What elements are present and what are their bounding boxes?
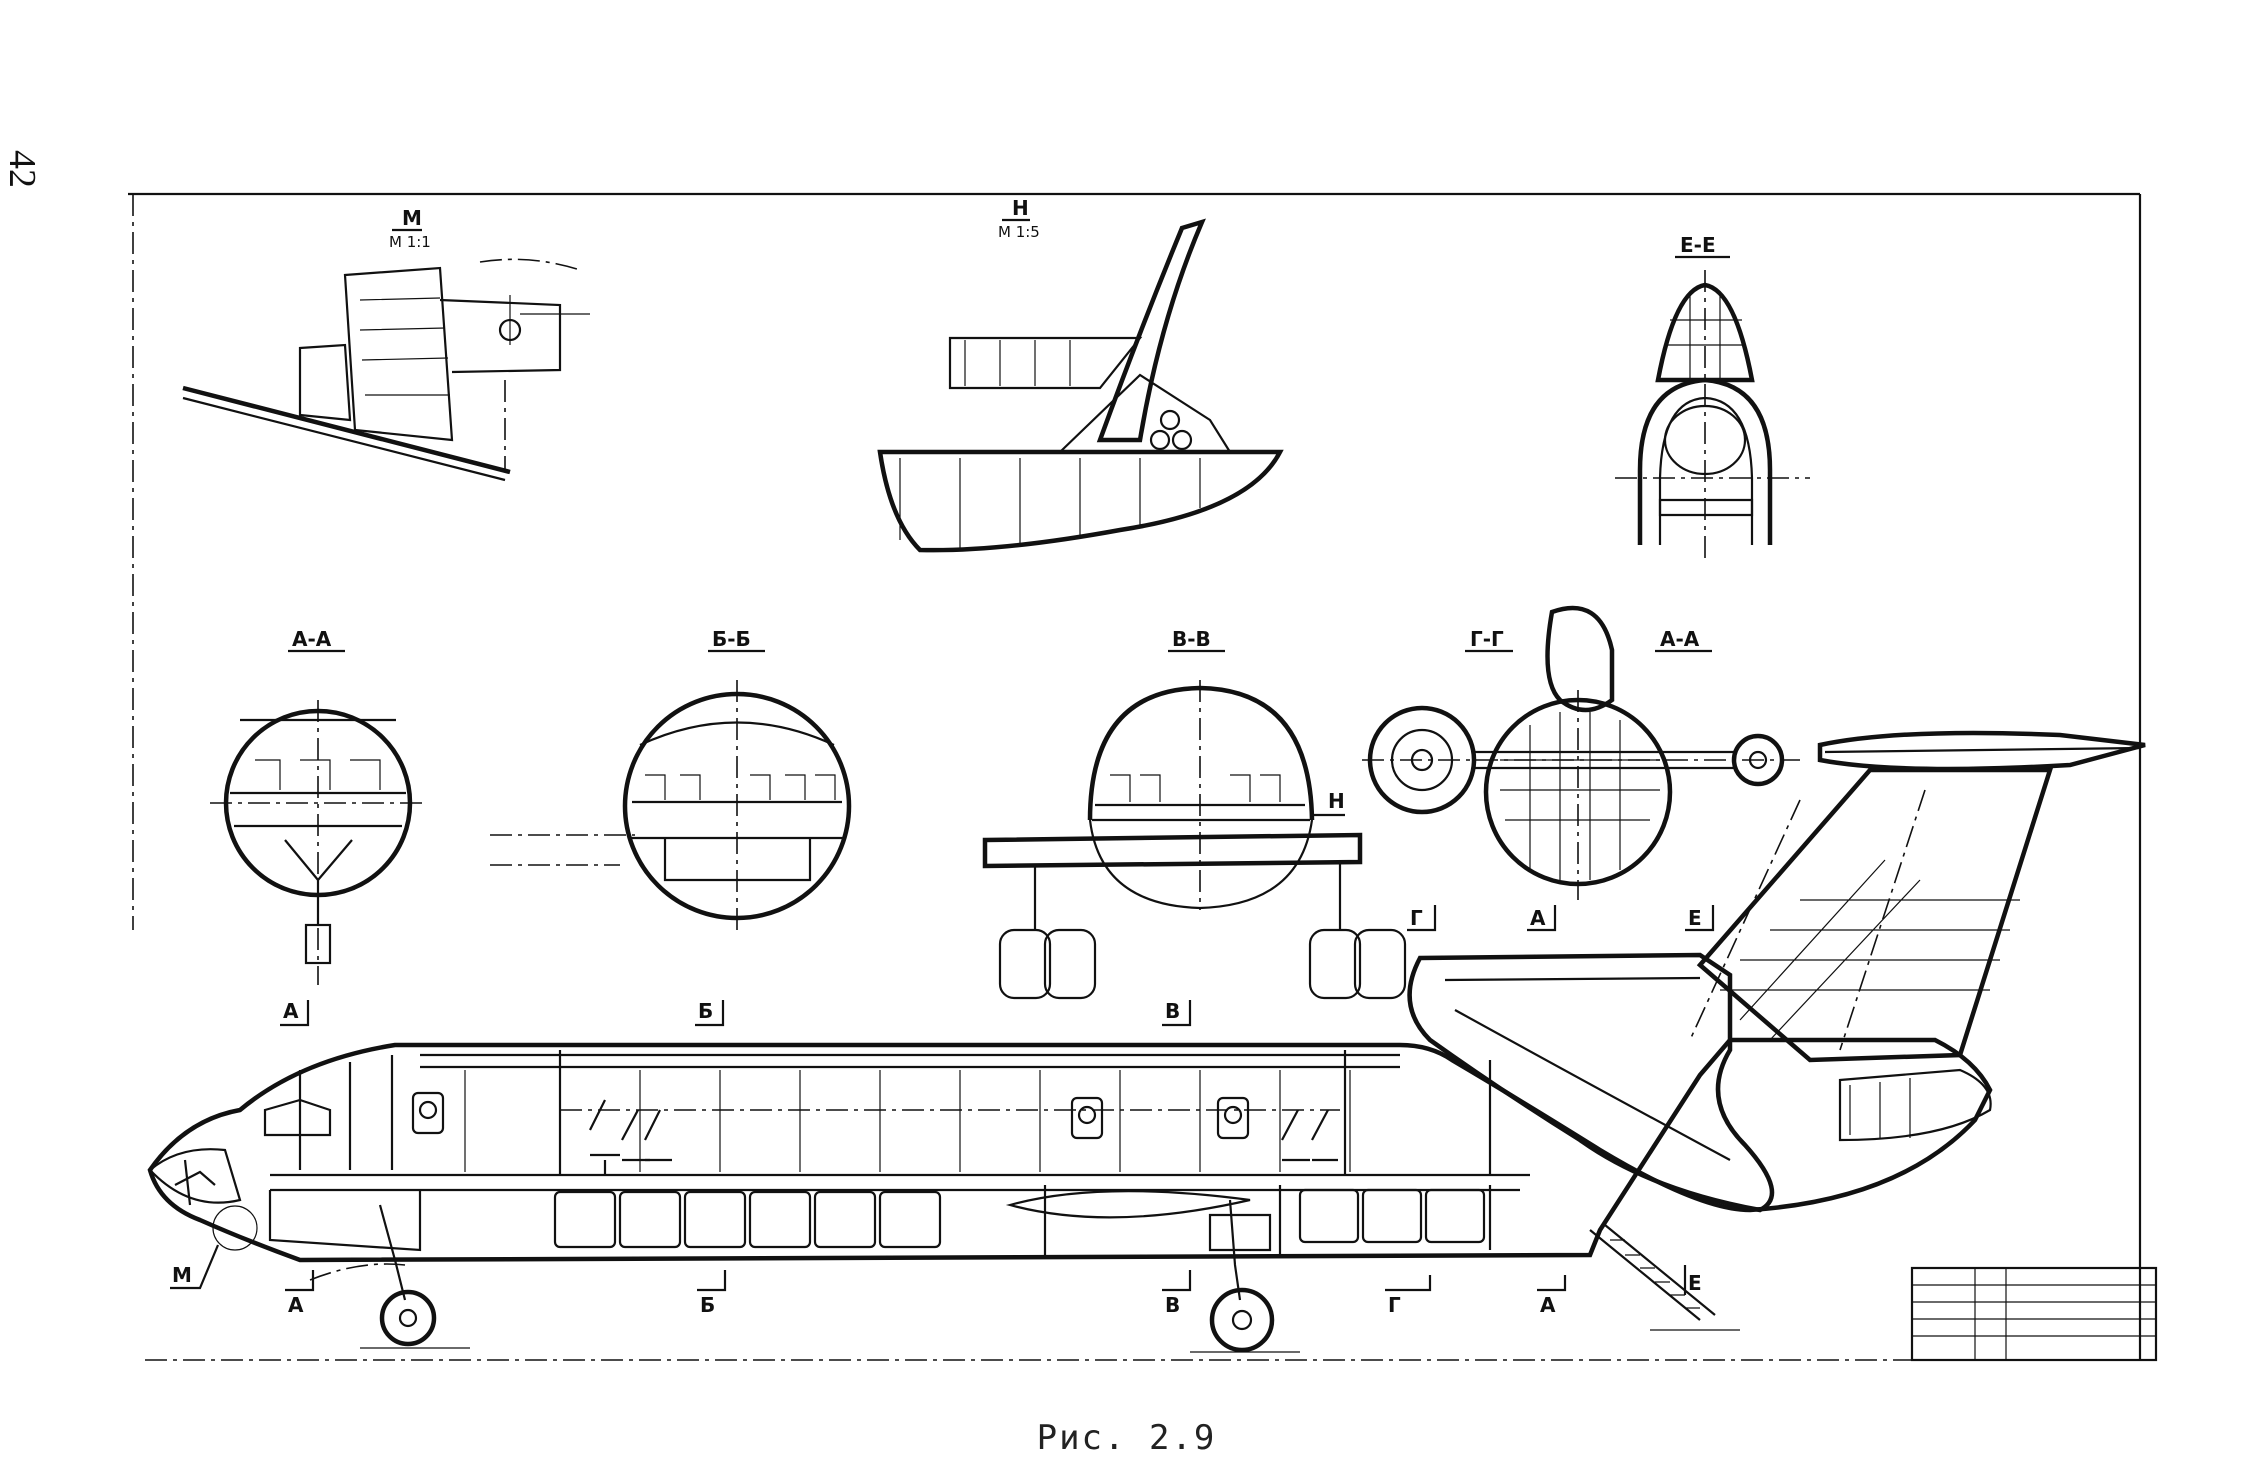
- cut-mark-g-mid: Г: [1410, 906, 1423, 930]
- cut-mark-e-bottom: Е: [1688, 1271, 1702, 1295]
- detail-m-title: М: [402, 206, 422, 230]
- title-block: [1910, 1266, 2158, 1362]
- detail-n-scale: М 1:5: [998, 223, 1040, 241]
- cut-mark-v-bottom: В: [1165, 1293, 1180, 1317]
- section-aa-1-view: А-А: [210, 627, 425, 985]
- section-gg-view: Г-Г А-А: [1362, 605, 1800, 900]
- detail-m-view: М М 1:1: [182, 206, 590, 482]
- section-bb-view: Б-Б: [490, 627, 852, 930]
- section-vv-view: В-В: [982, 627, 1407, 1000]
- section-ee-title: Е-Е: [1680, 233, 1716, 257]
- section-vv-title: В-В: [1172, 627, 1211, 651]
- cut-mark-b-bottom: Б: [700, 1293, 715, 1317]
- cut-mark-n: Н: [1328, 789, 1345, 813]
- detail-n-view: Н М 1:5: [877, 196, 1284, 553]
- cut-mark-e-mid: Е: [1688, 906, 1702, 930]
- cut-mark-v-top: В: [1165, 999, 1180, 1023]
- detail-n-title: Н: [1012, 196, 1029, 220]
- cut-mark-b-top: Б: [698, 999, 713, 1023]
- section-bb-title: Б-Б: [712, 627, 751, 651]
- section-gg-title: Г-Г: [1470, 627, 1504, 651]
- section-ee-view: Е-Е: [1615, 233, 1810, 560]
- section-aa-2-title: А-А: [1660, 627, 1700, 651]
- cut-mark-a-mid: А: [1530, 906, 1546, 930]
- detail-m-scale: М 1:1: [389, 233, 431, 251]
- section-aa-1-title: А-А: [292, 627, 332, 651]
- figure-caption: Рис. 2.9: [1036, 1418, 1217, 1458]
- cut-mark-a-bottom: А: [288, 1293, 304, 1317]
- drawing-frame: [128, 192, 2155, 1361]
- cut-mark-g-bottom: Г: [1388, 1293, 1401, 1317]
- fuselage-side-view: [147, 730, 2146, 1353]
- cut-mark-a-top: А: [283, 999, 299, 1023]
- cut-mark-a2-bottom: А: [1540, 1293, 1556, 1317]
- cut-marks: А Б В А Б В Г А Г А Е Е Н М: [170, 789, 1715, 1317]
- cut-mark-m: М: [172, 1263, 192, 1287]
